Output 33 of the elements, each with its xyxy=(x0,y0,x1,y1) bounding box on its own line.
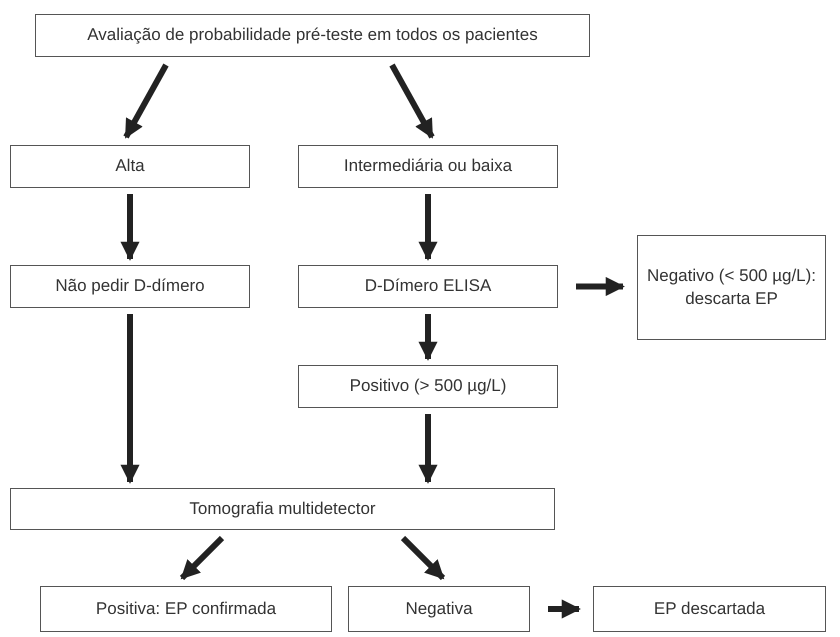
arrow xyxy=(418,194,438,261)
arrow xyxy=(576,276,625,296)
box-label: Negativa xyxy=(405,598,473,620)
box-label: Positivo (> 500 µg/L) xyxy=(350,375,506,398)
box-label: Positiva: EP confirmada xyxy=(96,598,276,620)
box-label: Alta xyxy=(115,155,145,178)
box-label: EP descartada xyxy=(654,598,766,620)
process-box xyxy=(348,586,530,632)
box-label: Intermediária ou baixa xyxy=(344,155,512,178)
arrow xyxy=(418,314,438,361)
arrow xyxy=(180,536,224,580)
arrow xyxy=(400,536,446,580)
process-box xyxy=(10,265,250,308)
process-box xyxy=(35,14,590,57)
arrow xyxy=(123,64,169,139)
process-box xyxy=(10,488,555,530)
process-box xyxy=(298,365,558,408)
arrow xyxy=(120,314,140,484)
process-box xyxy=(10,145,250,188)
box-label: Avaliação de probabilidade pré-teste em todos os pacientes xyxy=(87,24,538,46)
process-box xyxy=(593,586,826,632)
process-box xyxy=(298,265,558,308)
arrow xyxy=(418,414,438,484)
arrow xyxy=(120,194,140,261)
arrow xyxy=(548,599,581,619)
box-label: Tomografia multidetector xyxy=(189,498,376,520)
process-box xyxy=(298,145,558,188)
process-box xyxy=(40,586,332,632)
arrow xyxy=(389,64,435,139)
process-box xyxy=(637,235,826,340)
box-label: Negativo (< 500 µg/L): descarta EP xyxy=(646,265,817,310)
box-label: D-Dímero ELISA xyxy=(364,275,492,298)
box-label: Não pedir D-dímero xyxy=(55,275,205,298)
